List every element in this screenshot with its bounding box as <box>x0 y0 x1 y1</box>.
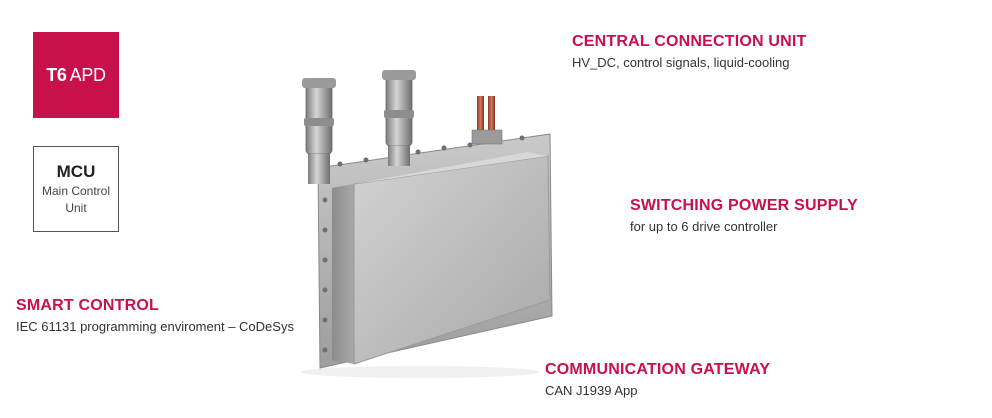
callout-heading: COMMUNICATION GATEWAY <box>545 361 771 378</box>
t6-apd-badge: T6 APD <box>33 32 119 118</box>
round-connector-right <box>382 70 416 166</box>
housing-side <box>332 184 354 364</box>
callout-heading: CENTRAL CONNECTION UNIT <box>572 33 807 50</box>
round-connector-left <box>302 78 336 184</box>
callout-description: for up to 6 drive controller <box>630 219 778 234</box>
callout-communication-gateway: COMMUNICATION GATEWAY CAN J1939 App <box>545 360 770 400</box>
housing-front <box>332 152 551 365</box>
shadow <box>300 366 540 378</box>
callout-description: IEC 61131 programming enviroment – CoDeS… <box>16 319 294 334</box>
device-illustration <box>300 70 553 378</box>
callout-heading: SMART CONTROL <box>16 297 160 314</box>
callout-smart-control: SMART CONTROL IEC 61131 programming envi… <box>16 296 294 336</box>
callout-central-connection: CENTRAL CONNECTION UNIT HV_DC, control s… <box>572 32 807 72</box>
mcu-badge-line1: Main Control <box>41 184 111 198</box>
mcu-badge: MCU Main Control Unit <box>33 146 119 232</box>
callout-description: HV_DC, control signals, liquid-cooling <box>572 55 790 70</box>
t6-badge-bold: T6 <box>46 64 67 85</box>
t6-badge-rest: APD <box>69 64 106 85</box>
callout-switching-power: SWITCHING POWER SUPPLY for up to 6 drive… <box>630 196 858 236</box>
copper-busbars <box>471 96 503 145</box>
callout-description: CAN J1939 App <box>545 383 638 398</box>
mcu-badge-title: MCU <box>56 162 96 181</box>
callout-heading: SWITCHING POWER SUPPLY <box>630 197 858 214</box>
mcu-badge-line2: Unit <box>65 201 87 215</box>
